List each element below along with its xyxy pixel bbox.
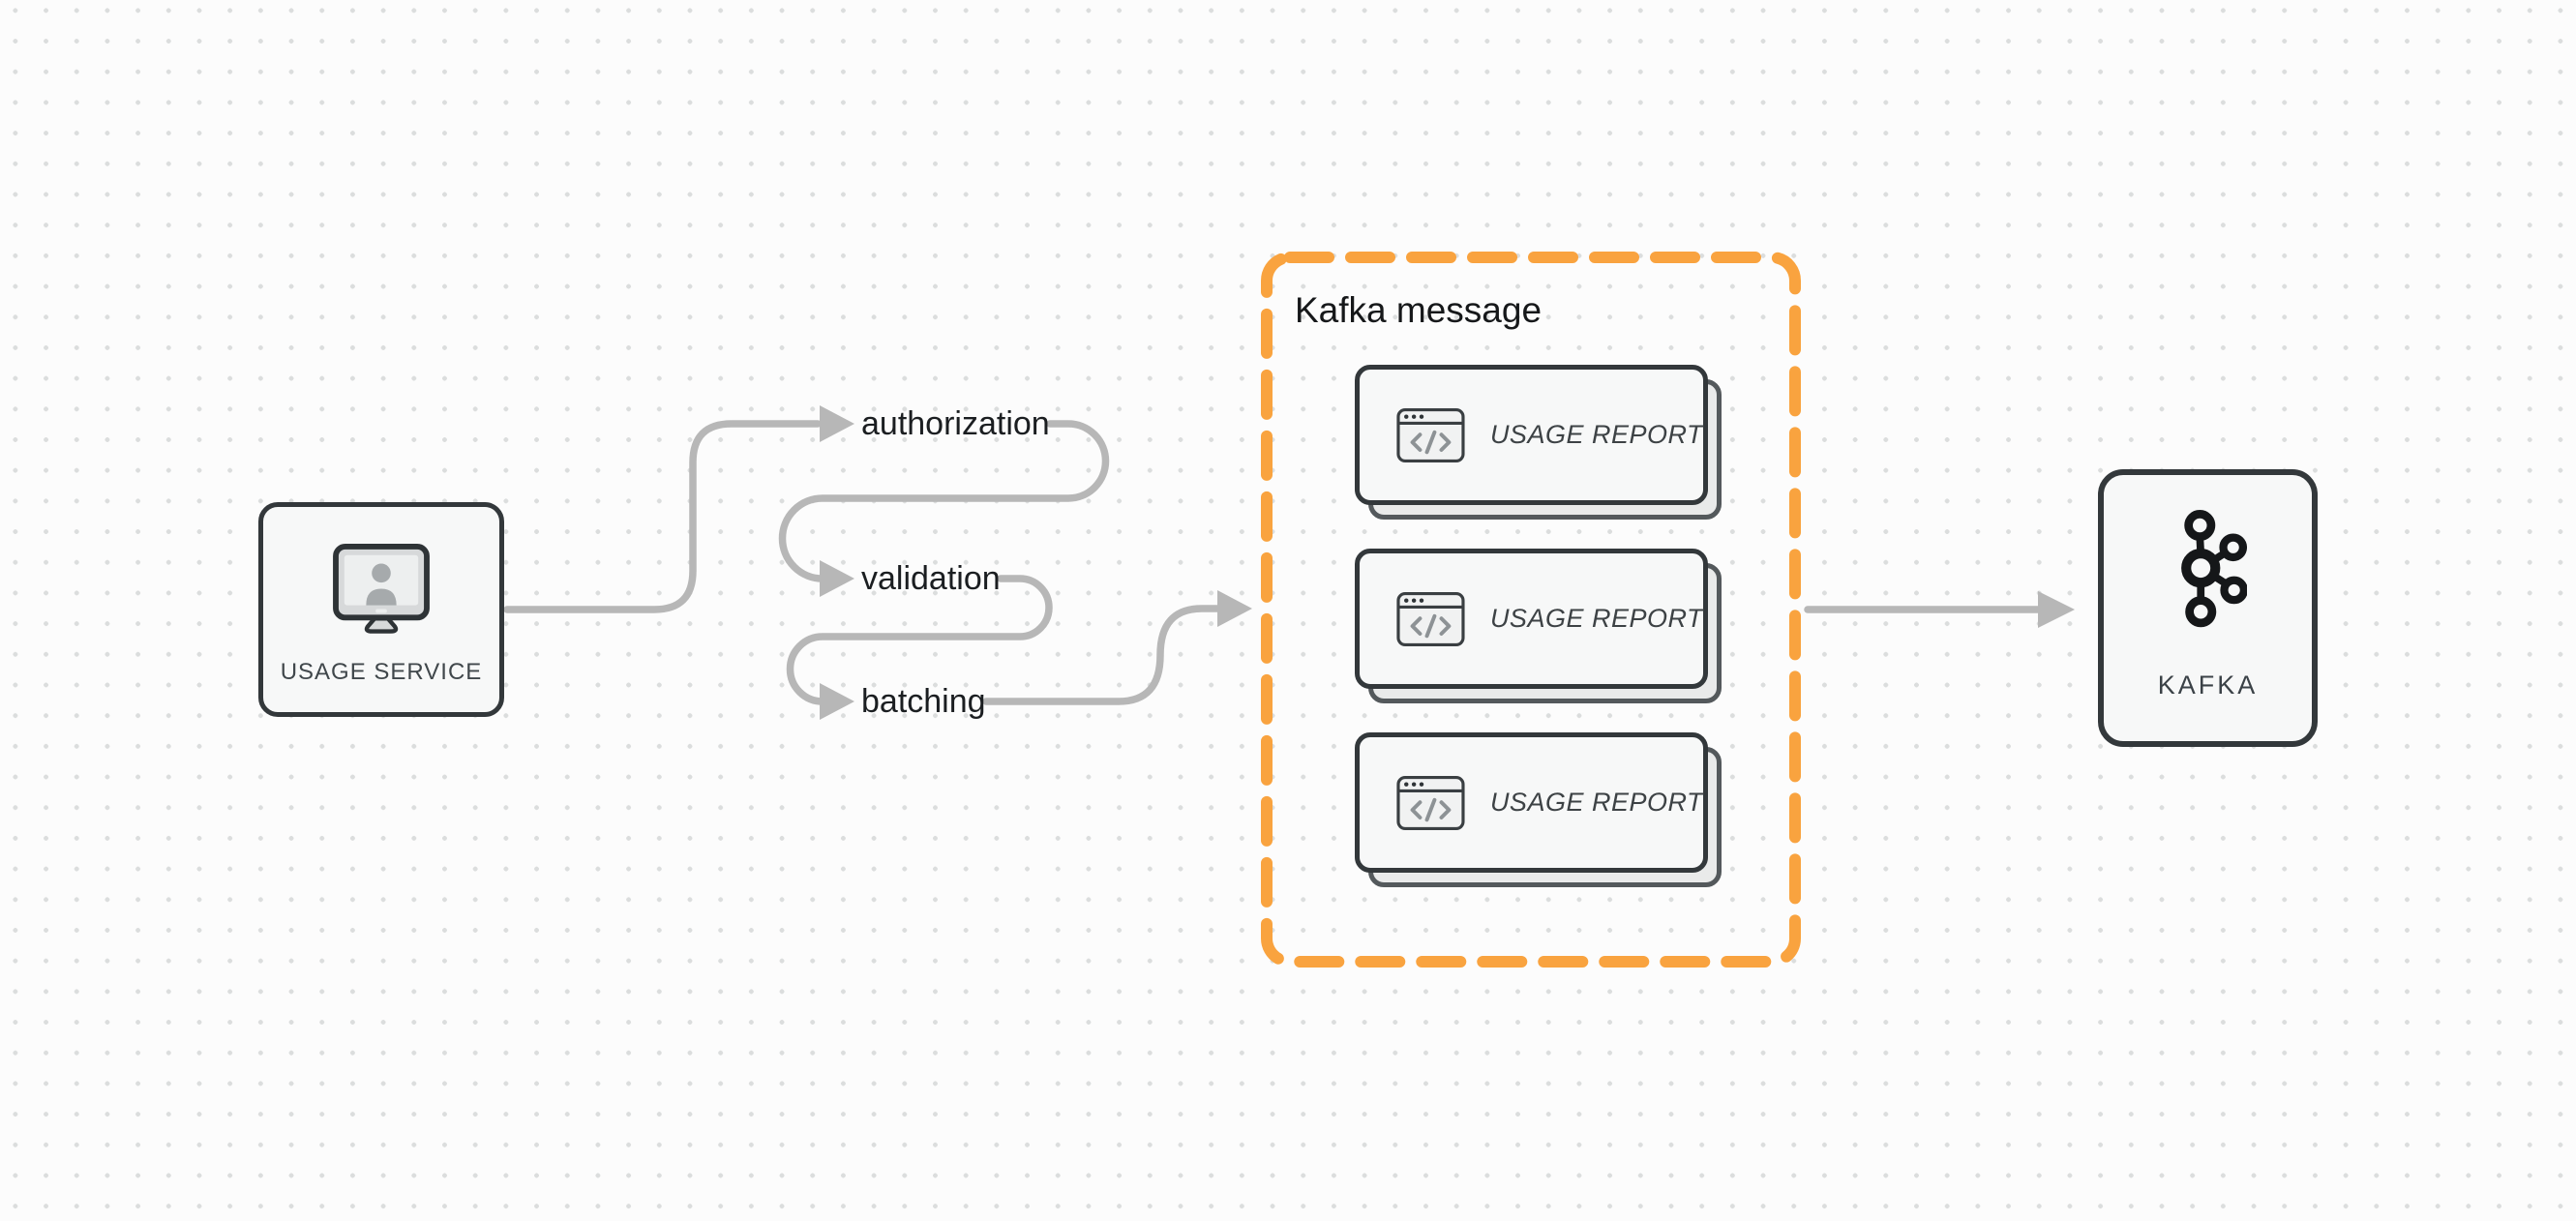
- card-face: USAGE REPORT: [1355, 549, 1708, 689]
- kafka-label: KAFKA: [2157, 670, 2259, 700]
- kafka-logo-icon: [2180, 510, 2247, 628]
- arrowhead-icon: [820, 405, 854, 442]
- kafka-message-group-border: [1261, 252, 1801, 968]
- usage-report-card: USAGE REPORT: [1355, 732, 1722, 887]
- kafka-node: KAFKA: [2098, 469, 2318, 747]
- card-face: USAGE REPORT: [1355, 365, 1708, 505]
- code-window-icon: [1396, 407, 1465, 462]
- connector-authorization-to-validation: [778, 420, 1110, 582]
- usage-report-card: USAGE REPORT: [1355, 549, 1722, 703]
- connector-usage-to-authorization: [503, 420, 822, 613]
- connector-batching-to-kafka-message: [982, 605, 1221, 705]
- code-window-icon: [1396, 775, 1465, 830]
- monitor-user-icon: [333, 543, 430, 634]
- usage-service-node: USAGE SERVICE: [258, 502, 504, 717]
- kafka-message-title: Kafka message: [1295, 290, 1543, 330]
- arrowhead-icon: [2038, 591, 2075, 628]
- usage-report-label: USAGE REPORT: [1489, 420, 1703, 449]
- arrowhead-icon: [1217, 590, 1252, 627]
- usage-report-label: USAGE REPORT: [1489, 788, 1703, 817]
- step-label-validation: validation: [861, 560, 1001, 597]
- usage-report-label: USAGE REPORT: [1489, 604, 1703, 633]
- step-label-batching: batching: [861, 683, 986, 720]
- card-face: USAGE REPORT: [1355, 732, 1708, 873]
- arrowhead-icon: [820, 560, 854, 597]
- step-label-authorization: authorization: [861, 405, 1050, 442]
- usage-service-label: USAGE SERVICE: [280, 659, 483, 685]
- usage-report-card: USAGE REPORT: [1355, 365, 1722, 520]
- arrowhead-icon: [820, 683, 854, 720]
- code-window-icon: [1396, 591, 1465, 646]
- connector-validation-to-batching: [786, 575, 1053, 705]
